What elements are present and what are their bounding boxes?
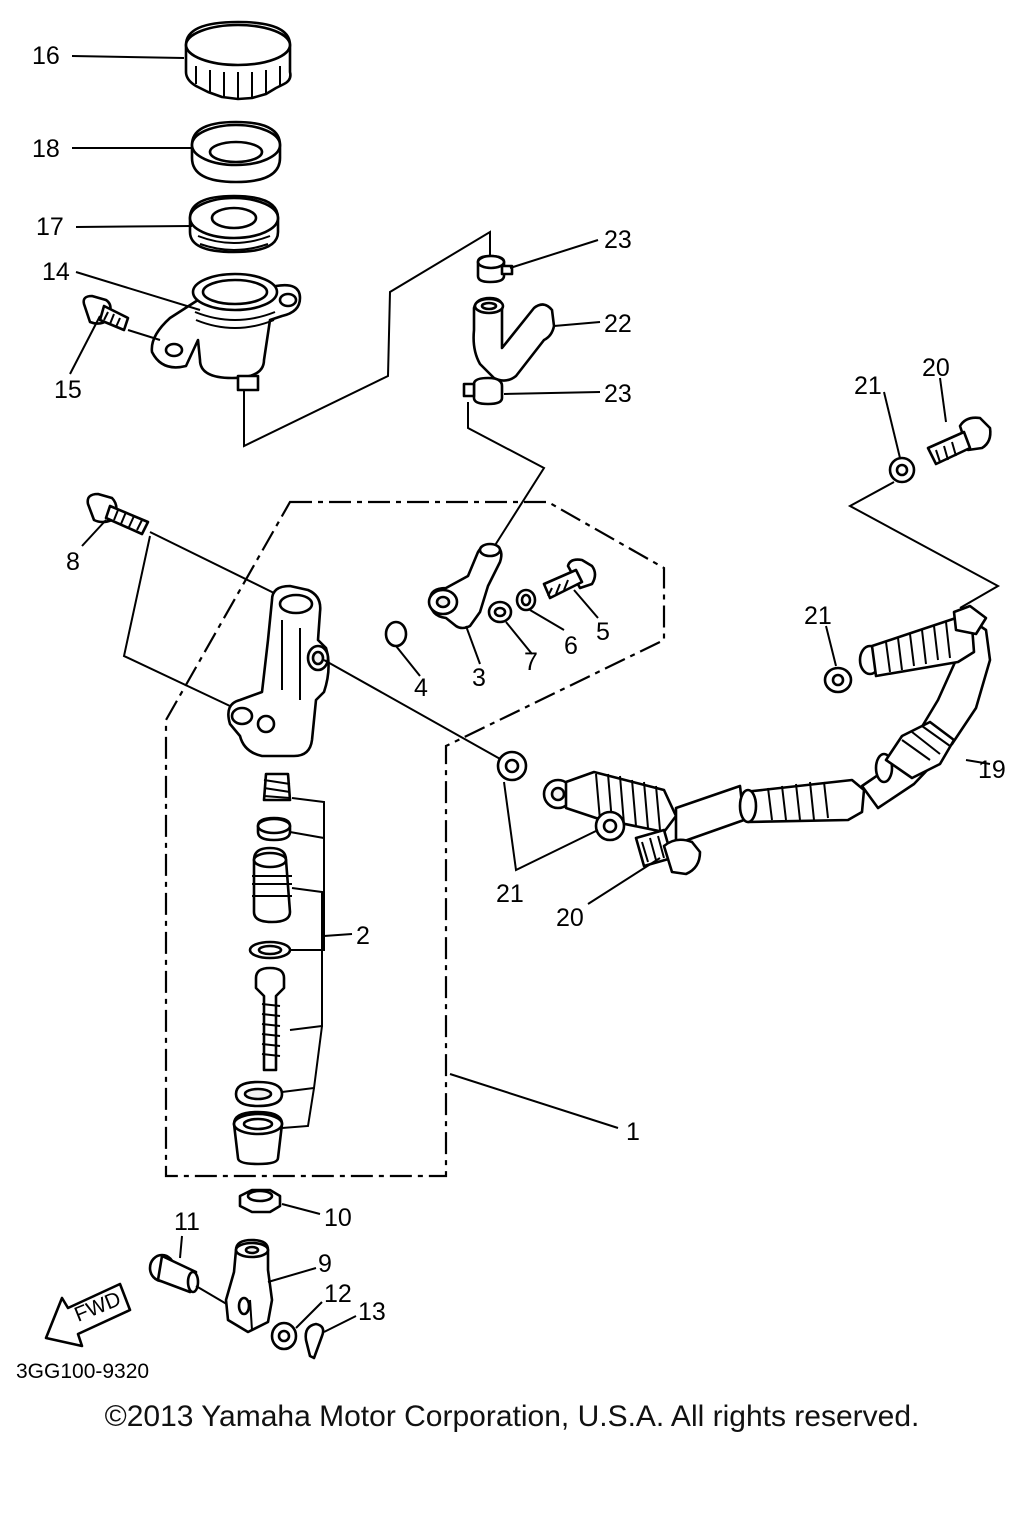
part-16-reservoir-cap: [184, 20, 292, 101]
part-5-screw: [542, 558, 597, 600]
part-master-cylinder-body: [227, 584, 330, 758]
part-21-washer-left-lower: [594, 810, 626, 842]
part-3-hose-joint: [427, 542, 503, 630]
copyright-notice: ©2013 Yamaha Motor Corporation, U.S.A. A…: [104, 1400, 920, 1433]
callout-18: 18: [32, 135, 60, 163]
callout-13: 13: [358, 1298, 386, 1326]
callout-6: 6: [564, 632, 578, 660]
callout-14: 14: [42, 258, 70, 286]
drawing-code: 3GG100-9320: [16, 1360, 149, 1383]
callout-7: 7: [524, 648, 538, 676]
callout-20-lower: 20: [556, 904, 584, 932]
callout-10: 10: [324, 1204, 352, 1232]
part-20-banjo-bolt-lower: [634, 828, 702, 876]
callout-22: 22: [604, 310, 632, 338]
kit-boundary-outline: [164, 500, 666, 1178]
part-21-washer-left-upper: [496, 750, 528, 782]
part-12-washer: [270, 1321, 298, 1351]
part-13-cotter-pin: [304, 1322, 325, 1360]
part-19-brake-hose: [542, 604, 992, 846]
part-23-hose-clamp-lower: [462, 376, 504, 406]
callout-5: 5: [596, 618, 610, 646]
part-17-diaphragm: [188, 194, 280, 254]
part-11-pin: [148, 1253, 200, 1294]
callout-20-upper: 20: [922, 354, 950, 382]
part-23-hose-clamp-upper: [476, 254, 514, 284]
callout-21-upper: 21: [854, 372, 882, 400]
part-9-clevis: [224, 1238, 274, 1334]
callout-17: 17: [36, 213, 64, 241]
callout-23-upper: 23: [604, 226, 632, 254]
callout-21-lower: 21: [496, 880, 524, 908]
callout-23-lower: 23: [604, 380, 632, 408]
callout-3: 3: [472, 664, 486, 692]
part-22-reservoir-hose: [472, 296, 556, 382]
part-21-washer-upper: [888, 456, 916, 484]
callout-19: 19: [978, 756, 1006, 784]
part-7-washer: [487, 600, 513, 624]
part-4-o-ring: [384, 620, 408, 648]
callout-2: 2: [356, 922, 370, 950]
part-10-nut: [238, 1188, 282, 1214]
callout-21-right: 21: [804, 602, 832, 630]
callout-1: 1: [626, 1118, 640, 1146]
callout-9: 9: [318, 1250, 332, 1278]
callout-15: 15: [54, 376, 82, 404]
callout-4: 4: [414, 674, 428, 702]
part-6-lock-washer: [515, 588, 537, 612]
fwd-arrow-icon: FWD: [44, 1282, 132, 1348]
part-18-diaphragm-holder: [190, 120, 282, 184]
callout-11: 11: [174, 1208, 200, 1236]
part-14-reservoir: [150, 272, 302, 392]
part-20-banjo-bolt-upper: [926, 416, 992, 466]
callout-16: 16: [32, 42, 60, 70]
callout-12: 12: [324, 1280, 352, 1308]
callout-8: 8: [66, 548, 80, 576]
part-21-washer-right: [823, 666, 853, 694]
part-8-bolt: [86, 492, 150, 536]
part-15-screw: [82, 294, 130, 332]
part-2-piston-kit: [232, 772, 292, 1166]
